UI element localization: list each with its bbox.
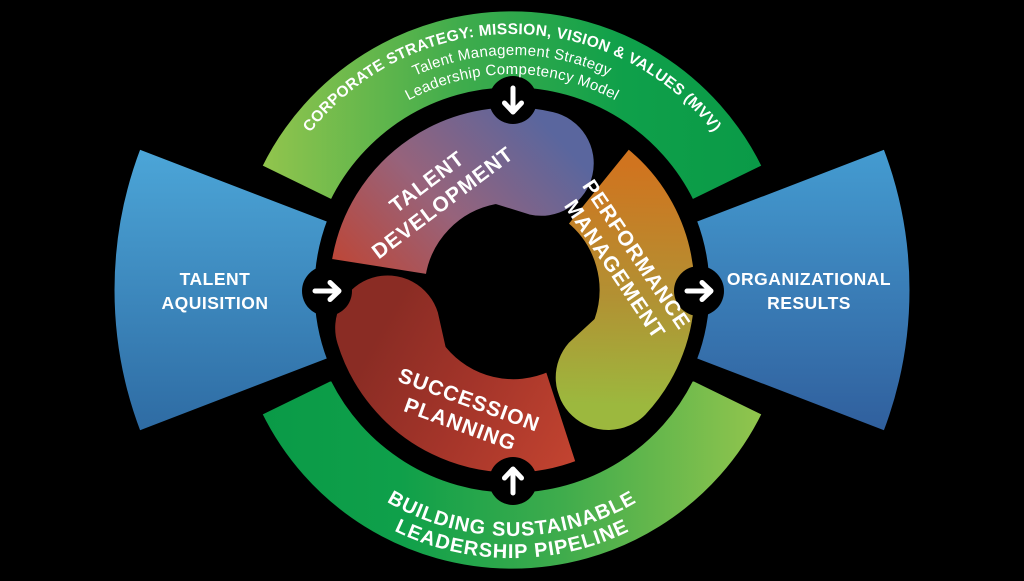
organizational-results-line2: RESULTS	[767, 293, 851, 313]
organizational-results-line1: ORGANIZATIONAL	[727, 269, 891, 289]
left-wedge-talent-aquisition	[109, 144, 333, 436]
talent-aquisition-line2: AQUISITION	[161, 293, 268, 313]
talent-aquisition-label: TALENT AQUISITION	[161, 269, 268, 313]
right-arrow	[674, 266, 724, 316]
segment-performance-management	[550, 143, 700, 435]
bottom-arrow	[489, 457, 537, 505]
right-wedge-organizational-results	[691, 144, 915, 436]
talent-aquisition-line1: TALENT	[180, 269, 251, 289]
arrow-down-icon	[502, 85, 524, 115]
top-band-corporate-strategy	[256, 6, 768, 205]
segment-talent-development	[326, 102, 599, 280]
bottom-band-leadership-pipeline	[256, 375, 768, 574]
left-arrow	[302, 266, 352, 316]
top-arrow	[489, 76, 537, 124]
arrow-right-icon	[684, 280, 714, 302]
arrow-right-icon	[312, 280, 342, 302]
arrow-up-icon	[502, 466, 524, 496]
organizational-results-label: ORGANIZATIONAL RESULTS	[727, 269, 891, 313]
